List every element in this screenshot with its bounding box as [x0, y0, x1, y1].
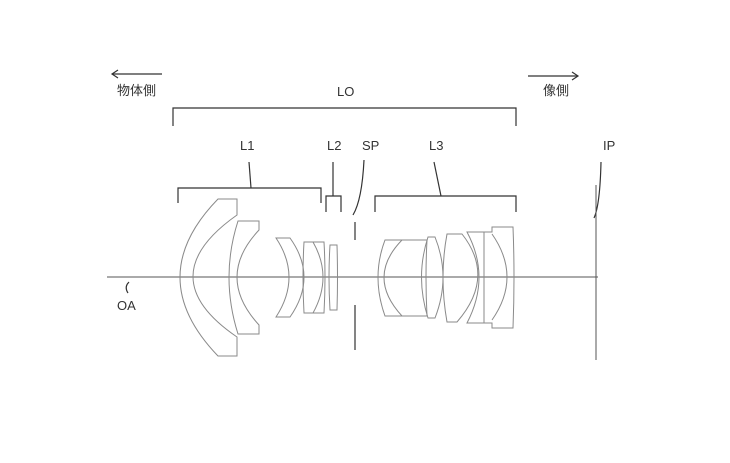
ip-label: IP: [603, 138, 615, 153]
sp-leader: [352, 159, 365, 216]
image-side-arrow-icon: [528, 71, 580, 81]
l3-leader: [433, 161, 442, 197]
lens-3: [275, 237, 305, 318]
oa-leader: [125, 281, 130, 294]
lo-bracket: [172, 107, 517, 126]
l2-label: L2: [327, 138, 341, 153]
l2-bracket: [325, 195, 342, 212]
ip-leader: [593, 161, 602, 219]
image-side-label: 像側: [543, 83, 569, 98]
l1-label: L1: [240, 138, 254, 153]
object-side-arrow-icon: [110, 69, 162, 79]
lens-6: [328, 244, 338, 311]
lens-2: [228, 220, 260, 335]
lens-4-5-doublet: [302, 241, 326, 314]
lo-label: LO: [337, 84, 354, 99]
l3-label: L3: [429, 138, 443, 153]
lens-1: [179, 198, 238, 357]
l1-bracket: [177, 187, 322, 203]
lens-10: [466, 231, 485, 324]
lens-7-doublet: [377, 239, 428, 317]
l1-leader: [248, 161, 252, 189]
object-side-label: 物体側: [117, 83, 156, 98]
oa-label: OA: [117, 298, 136, 313]
lens-9: [442, 233, 479, 323]
lens-11: [484, 226, 515, 329]
lens-8: [421, 236, 444, 319]
sp-label: SP: [362, 138, 379, 153]
l3-bracket: [374, 195, 517, 212]
